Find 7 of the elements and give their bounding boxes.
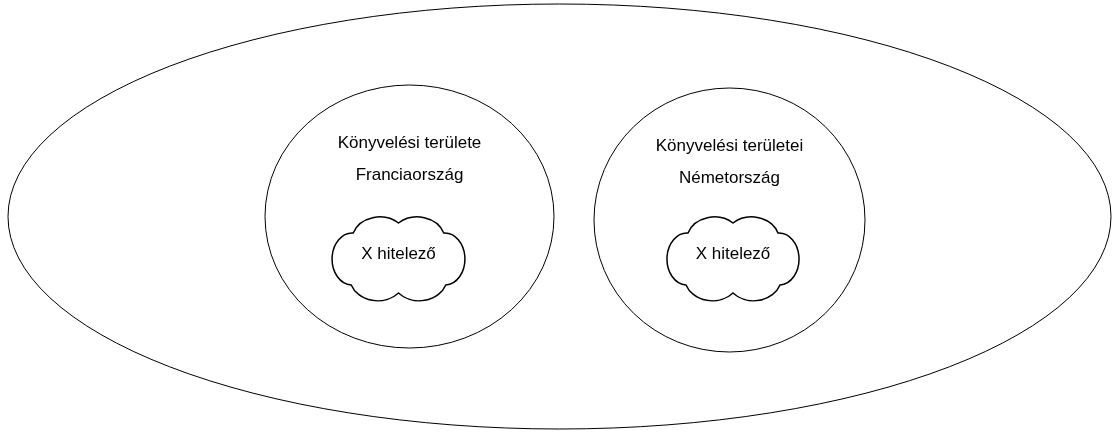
circle-shape [594, 88, 865, 352]
creditor-label: X hitelező [694, 243, 772, 265]
area-title: Könyvelési területei Németország [654, 135, 805, 189]
ellipse-shape [8, 4, 1111, 429]
creditor-label: X hitelező [360, 243, 437, 265]
circle-shape [265, 85, 554, 348]
area-title: Könyvelési területe Franciaország [336, 132, 483, 186]
